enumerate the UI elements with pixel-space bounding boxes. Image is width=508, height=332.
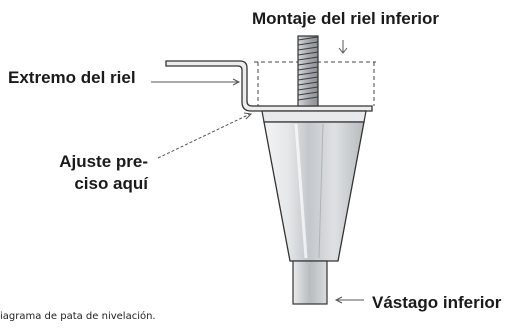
leader-lines xyxy=(151,40,364,304)
leg-top-cap xyxy=(261,110,367,123)
rail-bracket xyxy=(165,60,373,112)
label-fine-adjust: Ajuste pre- ciso aquí xyxy=(58,151,148,195)
leg-body xyxy=(263,121,365,262)
mount-outline xyxy=(254,61,376,106)
threaded-bolt xyxy=(297,35,319,107)
label-lower-stem: Vástago inferior xyxy=(372,293,502,312)
figure-caption: iagrama de pata de nivelación. xyxy=(0,311,156,322)
label-lower-rail-mount: Montaje del riel inferior xyxy=(252,9,440,28)
label-rail-end: Extremo del riel xyxy=(8,68,136,87)
label-fine-adjust-line-2: ciso aquí xyxy=(74,174,148,193)
lower-stem-shape xyxy=(292,260,328,305)
label-fine-adjust-line-1: Ajuste pre- xyxy=(59,152,148,171)
